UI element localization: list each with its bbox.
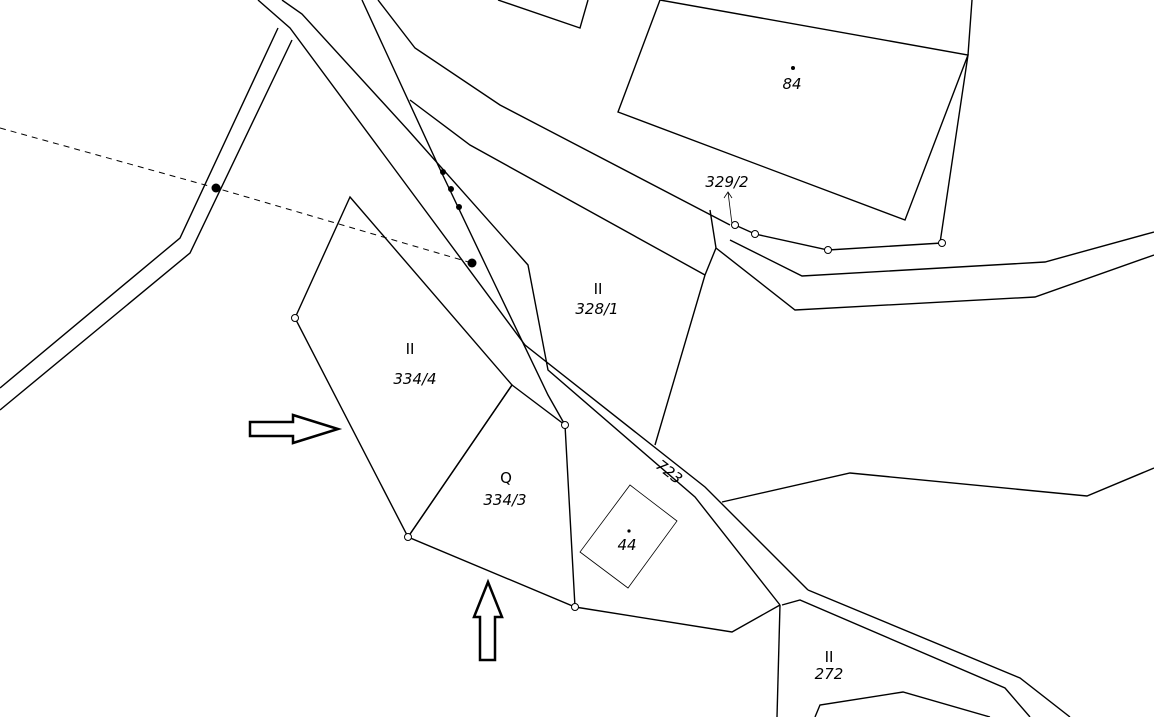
label-44: 44 (617, 536, 636, 554)
parcel-329-2-boundary (709, 191, 1154, 311)
arrow-right-icon (248, 413, 343, 445)
parcel-328-1-boundary (409, 99, 717, 446)
parcel-44-boundary (574, 604, 781, 633)
label-328-1: 328/1 (575, 300, 618, 318)
road-723 (257, 0, 809, 606)
road-left (0, 27, 293, 411)
boundary-84-right (939, 0, 973, 244)
label-334-4: 334/4 (393, 370, 436, 388)
parcel-334-4[interactable] (294, 195, 513, 539)
building-top-left (497, 0, 589, 29)
road-lower-right (776, 589, 1071, 717)
building-44[interactable] (579, 484, 678, 589)
symbol-272: II (825, 648, 834, 666)
label-329-2: 329/2 (705, 173, 748, 191)
symbol-334-3: Q (500, 469, 512, 487)
label-84: 84 (782, 75, 801, 93)
stream (361, 0, 731, 426)
symbol-334-4: II (406, 340, 415, 358)
symbol-328-1: II (594, 280, 603, 298)
label-272: 272 (815, 665, 844, 683)
label-723: 723 (652, 456, 686, 488)
dashed-boundary (0, 127, 473, 264)
label-334-3: 334/3 (483, 491, 526, 509)
building-84[interactable] (617, 0, 969, 221)
arrow-up-icon (472, 578, 504, 662)
boundary-right-middle (721, 467, 1154, 503)
filled-points (211, 169, 477, 268)
survey-points (291, 221, 946, 611)
